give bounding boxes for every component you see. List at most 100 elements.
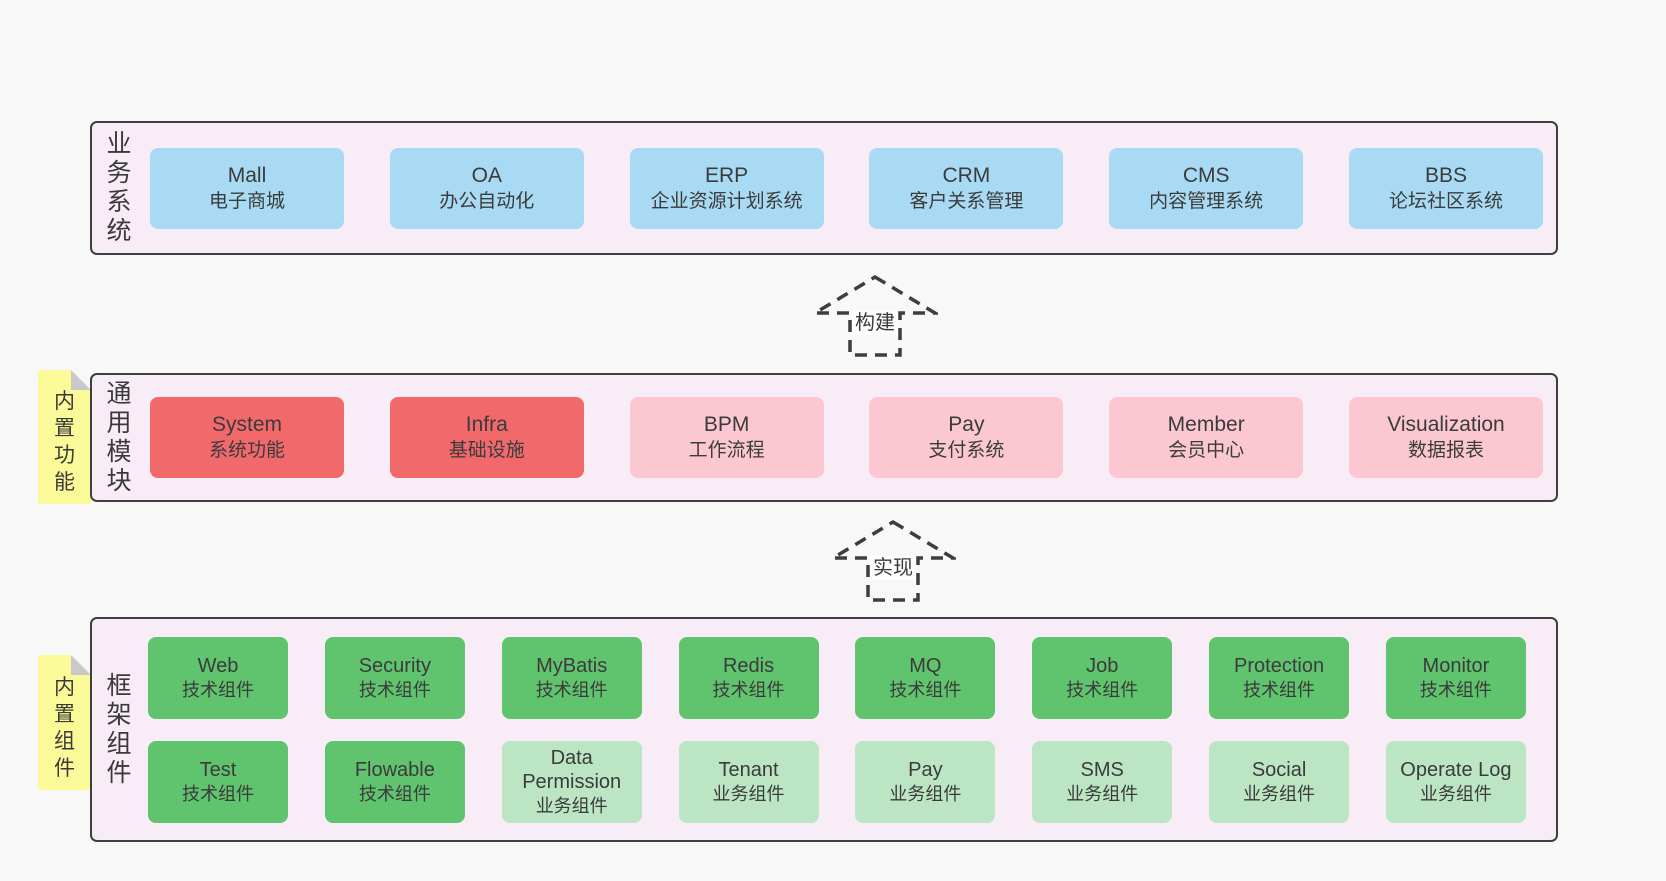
band-box-row: System 系统功能 Infra 基础设施 BPM 工作流程 Pay 支付系统… [150,375,1543,500]
dashed-up-arrow-icon [812,274,938,357]
box-mybatis: MyBatis 技术组件 [501,636,642,719]
box-subtitle: 业务组件 [712,783,785,804]
box-title: Member [1167,413,1245,436]
box-subtitle: 技术组件 [358,679,431,700]
box-bbs: BBS 论坛社区系统 [1348,147,1543,229]
sticky-note-label: 内置功能 [54,390,75,494]
box-subtitle: 业务组件 [1066,783,1139,804]
box-subtitle: 会员中心 [1168,440,1245,461]
box-subtitle: 论坛社区系统 [1388,190,1503,212]
box-subtitle: 内容管理系统 [1149,190,1264,212]
box-title: MyBatis [536,654,608,677]
box-title: MQ [909,654,942,677]
sticky-note-label: 内置组件 [54,675,75,780]
band-box-row: Mall 电子商城 OA 办公自动化 ERP 企业资源计划系统 CRM 客户关系… [150,123,1543,253]
box-title: Tenant [718,758,779,781]
box-subtitle: 技术组件 [889,679,962,700]
box-title: Test [199,758,237,781]
box-subtitle: 电子商城 [208,190,285,212]
box-erp: ERP 企业资源计划系统 [629,147,824,229]
box-subtitle: 技术组件 [1243,679,1316,700]
box-subtitle: 业务组件 [889,783,962,804]
arrow-label-build: 构建 [852,311,898,335]
box-subtitle: 企业资源计划系统 [650,190,803,212]
band-business-systems: 业务系统 Mall 电子商城 OA 办公自动化 ERP 企业资源计划系统 CRM… [90,121,1558,255]
sticky-note-built-in-features: 内置功能 [38,370,91,504]
box-flowable: Flowable 技术组件 [324,740,465,823]
box-subtitle: 支付系统 [928,440,1005,461]
box-oa: OA 办公自动化 [389,147,584,229]
box-title: Security [358,654,431,677]
box-title: Redis [722,654,775,677]
box-title: Pay [948,413,985,436]
box-web: Web 技术组件 [148,636,288,719]
band-vertical-label: 业务系统 [106,130,132,245]
box-subtitle: 技术组件 [358,783,431,804]
box-title: CRM [942,163,991,187]
box-test: Test 技术组件 [148,740,288,823]
box-sms: SMS 业务组件 [1032,740,1173,823]
band-box-row: Web 技术组件 Security 技术组件 MyBatis 技术组件 Redi… [148,636,1526,719]
band-vertical-label: 框架组件 [106,671,132,787]
box-title: Operate Log [1400,758,1512,781]
box-title: Mall [227,163,267,187]
implement-arrow-up: 实现 [830,519,956,603]
box-subtitle: 系统功能 [208,440,285,461]
box-subtitle: 业务组件 [1419,783,1492,804]
box-subtitle: 技术组件 [182,783,254,804]
sticky-note-built-in-components: 内置组件 [38,655,91,790]
box-title: SMS [1080,758,1124,781]
folded-corner-icon [71,370,91,390]
box-cms: CMS 内容管理系统 [1109,147,1304,229]
box-subtitle: 业务组件 [1243,783,1316,804]
box-title: BBS [1424,163,1467,187]
box-bpm: BPM 工作流程 [629,397,824,478]
box-title: OA [471,163,502,187]
band-box-grid: Web 技术组件 Security 技术组件 MyBatis 技术组件 Redi… [148,619,1526,840]
box-title: Job [1086,654,1119,677]
box-member: Member 会员中心 [1109,397,1304,478]
band-box-row: Test 技术组件 Flowable 技术组件 Data Permission … [148,740,1526,823]
box-subtitle: 业务组件 [535,795,608,816]
box-title: System [211,413,282,436]
box-redis: Redis 技术组件 [678,636,819,719]
box-title: Web [197,654,239,677]
band-vertical-label: 通用模块 [106,379,132,495]
arrow-label-implement: 实现 [870,556,916,580]
box-title: CMS [1182,163,1230,187]
band-common-modules: 通用模块 System 系统功能 Infra 基础设施 BPM 工作流程 Pay… [90,373,1558,502]
box-title: Visualization [1387,413,1505,436]
box-title: Protection [1234,654,1325,677]
box-pay-system: Pay 支付系统 [869,397,1064,478]
box-subtitle: 客户关系管理 [909,190,1024,212]
box-protection: Protection 技术组件 [1209,636,1350,719]
box-title: Social [1251,758,1307,781]
box-subtitle: 数据报表 [1407,440,1484,461]
box-pay-biz: Pay 业务组件 [855,740,996,823]
box-subtitle: 技术组件 [1066,679,1139,700]
box-visualization: Visualization 数据报表 [1348,397,1543,478]
box-title: ERP [705,163,749,187]
box-subtitle: 技术组件 [1419,679,1492,700]
box-title: BPM [703,413,750,436]
box-tenant: Tenant 业务组件 [678,740,819,823]
box-job: Job 技术组件 [1032,636,1173,719]
box-mall: Mall 电子商城 [150,147,344,229]
box-subtitle: 办公自动化 [439,190,535,212]
box-title: Pay [908,758,943,781]
folded-corner-icon [71,655,91,675]
band-framework-components: 框架组件 Web 技术组件 Security 技术组件 MyBatis 技术组件… [90,617,1558,842]
box-security: Security 技术组件 [324,636,465,719]
box-crm: CRM 客户关系管理 [869,147,1064,229]
box-title: Data Permission [522,746,622,793]
box-title: Monitor [1422,654,1490,677]
box-monitor: Monitor 技术组件 [1385,636,1526,719]
box-title: Infra [465,413,508,436]
build-arrow-up: 构建 [812,274,938,358]
box-title: Flowable [354,758,435,781]
box-system: System 系统功能 [150,397,344,478]
box-infra: Infra 基础设施 [389,397,584,478]
dashed-up-arrow-icon [830,519,956,602]
box-subtitle: 技术组件 [712,679,785,700]
box-operate-log: Operate Log 业务组件 [1385,740,1526,823]
